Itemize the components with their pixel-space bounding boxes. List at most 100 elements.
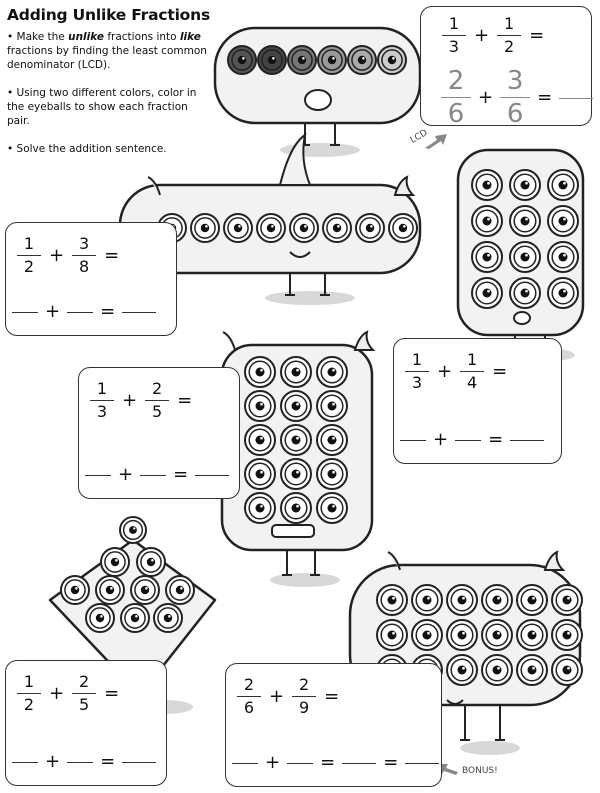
eyeball [244,424,276,456]
eyeball [376,619,408,651]
eyeball [287,45,317,75]
horn [387,551,401,571]
instructions: • Make the unlike fractions into like fr… [7,30,212,170]
eyeball [446,654,478,686]
horn [393,175,416,196]
eyeball [289,213,319,243]
eyeball [280,424,312,456]
instruction-1: • Make the unlike fractions into like fr… [7,31,207,71]
eyeball [244,492,276,524]
eyeball [509,277,541,309]
instruction-2: • Using two different colors, color in t… [7,87,197,127]
hair-tuft [278,132,312,186]
eyeball [119,516,147,544]
eyeball [481,619,513,651]
eyeball [60,575,90,605]
eyeball [547,169,579,201]
eyeball [316,390,348,422]
eyeball [547,277,579,309]
answer-row: += [12,301,157,322]
answer-blank[interactable] [195,475,230,476]
answer-blank[interactable] [559,98,594,99]
eyeball [136,547,166,577]
answer-blank[interactable] [287,763,314,764]
eyeball [446,619,478,651]
eyeball [165,575,195,605]
eyeball [347,45,377,75]
page-title: Adding Unlike Fractions [7,6,210,24]
eyeball [551,619,583,651]
eyeball [316,492,348,524]
horn [222,331,236,351]
eyeball [481,584,513,616]
answer-blank[interactable] [67,762,94,763]
answer-blank[interactable] [85,475,111,476]
eyeball [280,458,312,490]
answer-blank[interactable] [12,312,38,313]
answer-row: += [400,429,545,450]
answer-blank[interactable] [400,440,426,441]
answer-blank[interactable] [12,762,38,763]
mouth [289,251,311,258]
eyeball [120,603,150,633]
answer-blank[interactable] [342,763,377,764]
mouth [271,524,315,538]
answer-blank[interactable] [67,312,94,313]
eyeball [376,584,408,616]
mouth [446,699,464,705]
horn [543,550,566,571]
eyeball [100,547,130,577]
eyeball [223,213,253,243]
eyeball [95,575,125,605]
eyeball [280,390,312,422]
answer-blank[interactable] [122,762,157,763]
eyeball [481,654,513,686]
eyeball [516,584,548,616]
eyeball [244,458,276,490]
instruction-3: • Solve the addition sentence. [7,143,167,155]
eyeball [153,603,183,633]
answer-blank[interactable] [455,440,482,441]
answer-blank[interactable] [122,312,157,313]
eyeball [411,584,443,616]
eyeball [257,45,287,75]
answer-blank[interactable] [510,440,545,441]
eyeball [471,169,503,201]
answer-row: +== [232,752,440,773]
lcd-arrow-icon [425,134,447,149]
eyeball [547,241,579,273]
shadow [270,573,340,587]
answer-blank[interactable] [405,763,440,764]
eyeball [280,492,312,524]
eyeball [509,205,541,237]
answer-row: += [85,464,230,485]
answer-blank[interactable] [232,763,258,764]
horn [147,176,161,196]
eyeball [388,213,418,243]
answer-blank[interactable] [140,475,167,476]
answer-row: += [12,751,157,772]
eyeball [516,654,548,686]
eyeball [509,169,541,201]
eyeball [547,205,579,237]
